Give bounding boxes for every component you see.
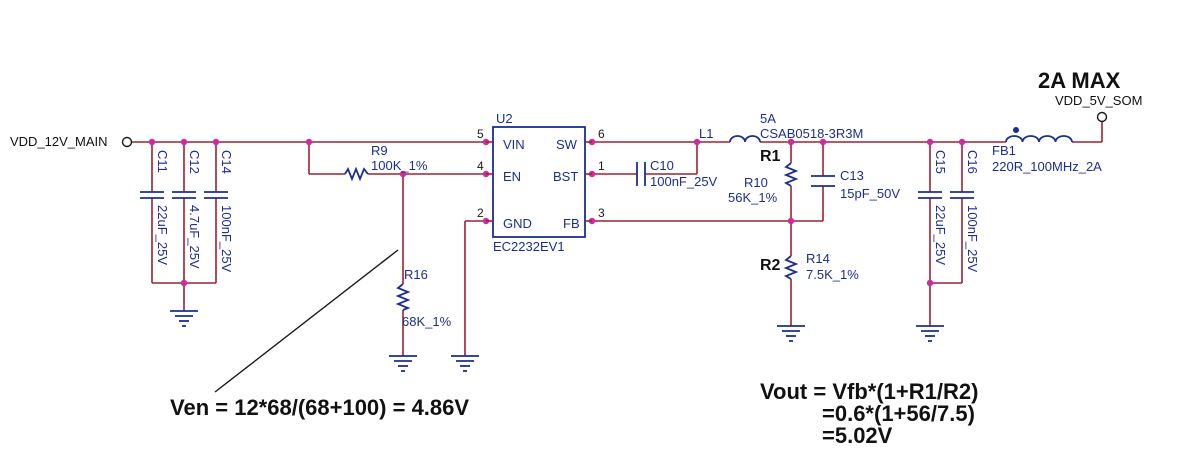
c10-value: 100nF_25V (650, 174, 718, 189)
c15-ref: C15 (933, 150, 948, 174)
pin-vin-number: 5 (477, 127, 484, 141)
c11-value: 22uF_25V (155, 205, 170, 265)
c14-ref: C14 (219, 150, 234, 174)
c12-ref: C12 (187, 150, 202, 174)
capacitor-c14: C14 100nF_25V (204, 150, 234, 273)
r16-ref: R16 (404, 267, 428, 282)
inductor-l1: L1 5A CSAB0518-3R3M (699, 111, 863, 143)
ground-symbol (777, 325, 805, 342)
r16-value: 68K_1% (402, 314, 452, 329)
pin-sw-name: SW (556, 137, 578, 152)
r14-alias: R2 (760, 257, 781, 274)
pin-en-name: EN (503, 169, 521, 184)
ground-symbol (170, 310, 198, 327)
c16-value: 100nF_25V (965, 205, 980, 273)
annotations: Ven = 12*68/(68+100) = 4.86V Vout = Vfb*… (170, 249, 978, 448)
ven-pointer-line (214, 249, 399, 393)
pin-gnd-number: 2 (477, 206, 484, 220)
fb1-value: 220R_100MHz_2A (992, 159, 1102, 174)
l1-rating: 5A (760, 111, 776, 126)
r9-value: 100K_1% (371, 158, 428, 173)
c16-ref: C16 (965, 150, 980, 174)
output-rating-label: 2A MAX (1038, 68, 1121, 93)
capacitor-c16: C16 100nF_25V (950, 150, 980, 273)
c12-value: 4.7uF_25V (187, 205, 202, 269)
c10-ref: C10 (650, 158, 674, 173)
pin-gnd-name: GND (503, 216, 532, 231)
ic-u2: U2 EC2232EV1 VIN EN GND SW BST FB 5 4 2 … (477, 111, 605, 254)
pin-bst-number: 1 (598, 159, 605, 173)
capacitor-c15: C15 22uF_25V (918, 150, 948, 265)
r14-value: 7.5K_1% (806, 267, 859, 282)
pin-sw-number: 6 (598, 127, 605, 141)
ferrite-bead-fb1: FB1 220R_100MHz_2A (992, 127, 1102, 174)
pin-bst-name: BST (553, 169, 578, 184)
resistor-r10: R1 R10 56K_1% (728, 148, 799, 205)
output-net-label: VDD_5V_SOM (1055, 93, 1142, 108)
resistor-r9: R9 100K_1% (344, 143, 428, 182)
ic-part: EC2232EV1 (493, 239, 565, 254)
ven-formula: Ven = 12*68/(68+100) = 4.86V (170, 395, 469, 420)
capacitor-c10: C10 100nF_25V (636, 158, 718, 189)
resistor-r14: R2 R14 7.5K_1% (760, 251, 859, 282)
resistor-r16: R16 68K_1% (395, 267, 452, 329)
pin-vin-name: VIN (503, 137, 525, 152)
output-net-port: VDD_5V_SOM 2A MAX (1038, 68, 1142, 123)
r9-ref: R9 (371, 143, 388, 158)
pin-fb-number: 3 (598, 206, 605, 220)
c13-value: 15pF_50V (840, 186, 900, 201)
pin-en-number: 4 (477, 159, 484, 173)
c11-ref: C11 (155, 150, 170, 173)
c15-value: 22uF_25V (933, 205, 948, 265)
pin-fb-name: FB (563, 216, 580, 231)
r10-alias: R1 (760, 148, 781, 165)
capacitor-c12: C12 4.7uF_25V (172, 150, 202, 269)
r14-ref: R14 (806, 251, 830, 266)
ground-symbol (389, 355, 417, 372)
ground-symbol (451, 355, 479, 372)
capacitor-c11: C11 22uF_25V (140, 150, 170, 265)
ground-symbols (170, 310, 944, 372)
fb1-ref: FB1 (992, 143, 1016, 158)
ground-symbol (916, 325, 944, 342)
r10-ref: R10 (744, 175, 768, 190)
ic-ref: U2 (496, 111, 513, 126)
vout-formula-line1: Vout = Vfb*(1+R1/R2) (760, 379, 978, 404)
l1-value: CSAB0518-3R3M (760, 126, 863, 141)
junction-dots (148, 138, 966, 287)
l1-ref: L1 (699, 126, 713, 141)
capacitor-c13: C13 15pF_50V (811, 168, 900, 201)
c13-ref: C13 (840, 168, 864, 183)
wires (132, 121, 1103, 356)
input-net-port: VDD_12V_MAIN (10, 134, 133, 149)
c14-value: 100nF_25V (219, 205, 234, 273)
input-net-label: VDD_12V_MAIN (10, 134, 108, 149)
vout-formula-line2: =0.6*(1+56/7.5) (822, 401, 975, 426)
vout-formula-line3: =5.02V (822, 423, 893, 448)
r10-value: 56K_1% (728, 190, 778, 205)
